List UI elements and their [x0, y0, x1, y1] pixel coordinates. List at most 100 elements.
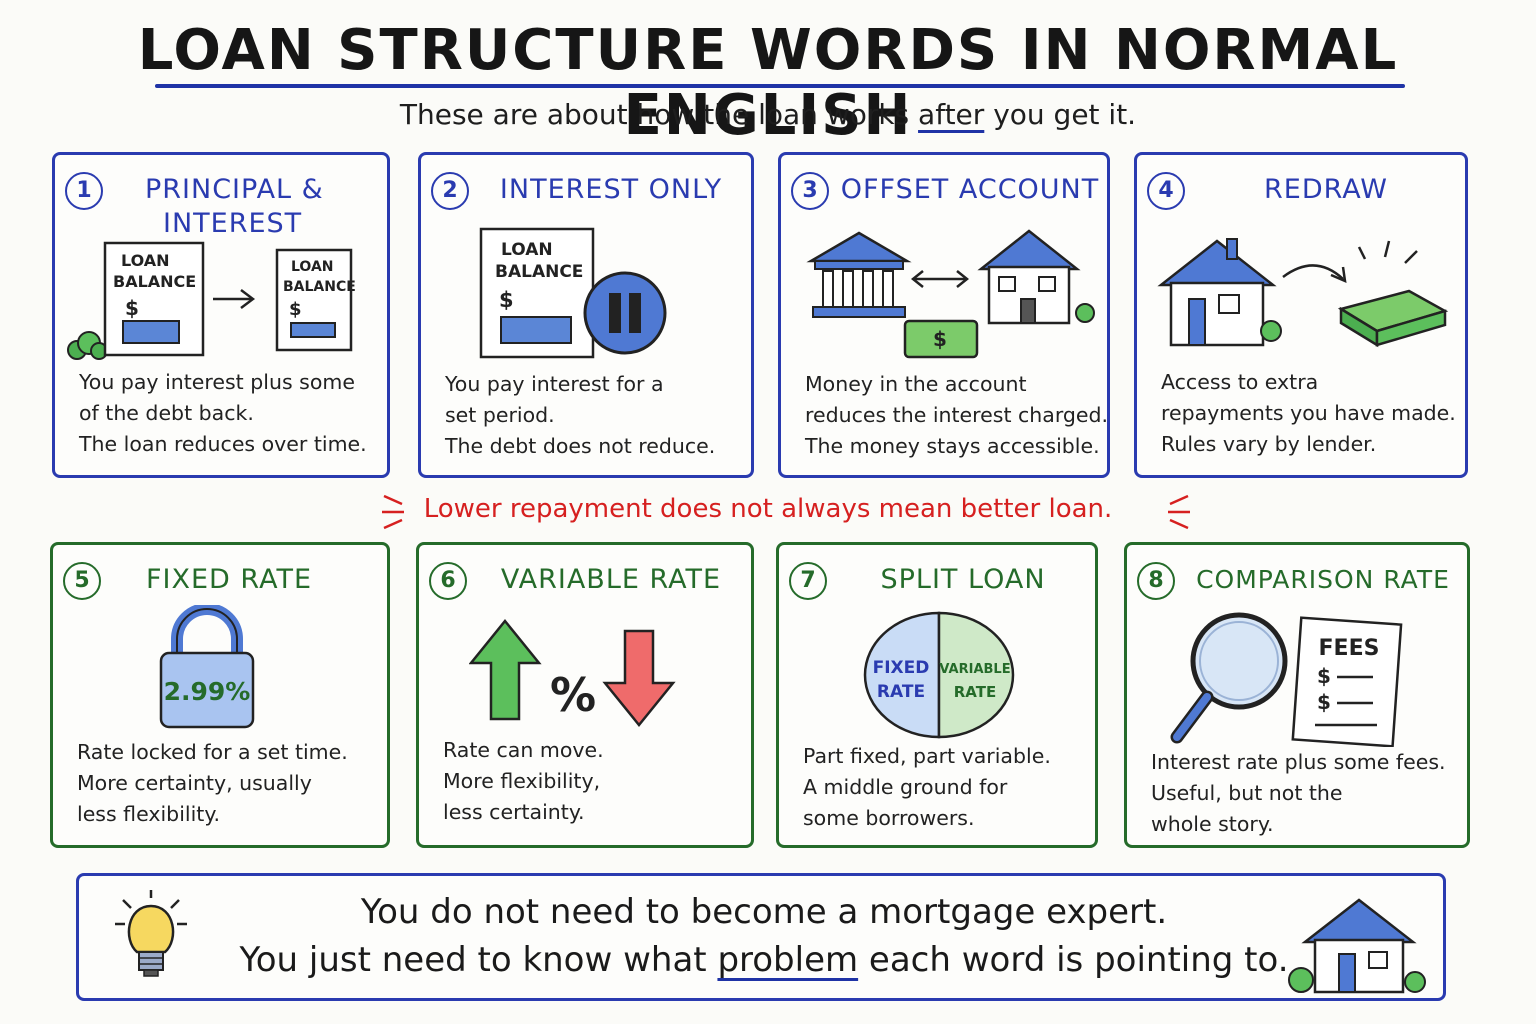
money-stack-icon	[1337, 240, 1449, 348]
desc-line: Rate locked for a set time.	[77, 740, 348, 764]
card-number: 4	[1147, 172, 1185, 210]
card-title-line: COMPARISON RATE	[1196, 565, 1450, 594]
desc-line: Money in the account	[805, 372, 1027, 396]
warning-left-marks	[382, 494, 404, 530]
card-number: 3	[791, 172, 829, 210]
subtitle-before: These are about how the loan works	[399, 98, 919, 131]
interest-only-illustration: LOAN BALANCE $	[479, 227, 667, 359]
title-underline	[155, 84, 1405, 88]
doc-label: LOAN	[501, 240, 553, 260]
subtitle-after: you get it.	[984, 98, 1137, 131]
lightbulb-icon	[115, 890, 187, 977]
card-description: Access to extra repayments you have made…	[1161, 367, 1456, 460]
card-redraw: 4 REDRAW Access to extra repayments you …	[1134, 152, 1468, 478]
desc-line: less certainty.	[443, 800, 585, 824]
desc-line: You pay interest for a	[445, 372, 664, 396]
card-title-line: REDRAW	[1264, 174, 1388, 205]
card-number: 5	[63, 562, 101, 600]
rate-arrows-illustration: %	[469, 619, 676, 727]
desc-line: The money stays accessible.	[805, 434, 1100, 458]
card-title-line: PRINCIPAL &	[145, 174, 324, 205]
loan-balance-reducing-illustration: LOAN BALANCE $ LOAN BALANCE $	[67, 241, 356, 360]
cash-label: $	[933, 327, 947, 351]
doc-label: BALANCE	[283, 279, 356, 295]
desc-line: Rules vary by lender.	[1161, 432, 1377, 456]
lock-rate-label: 2.99%	[164, 677, 251, 706]
desc-line: whole story.	[1151, 812, 1274, 836]
desc-line: A middle ground for	[803, 775, 1008, 799]
card-fixed-rate: 5 FIXED RATE 2.99% Rate locked for a set…	[50, 542, 390, 848]
card-principal-interest: 1 PRINCIPAL & INTEREST LOAN BALANCE $ LO…	[52, 152, 390, 478]
takeaway-line-2: You just need to know what problem each …	[79, 940, 1449, 980]
double-arrow-icon	[910, 270, 970, 288]
card-interest-only: 2 INTEREST ONLY LOAN BALANCE $ You pay i…	[418, 152, 754, 478]
split-fixed-label: FIXED	[873, 658, 930, 678]
card-title-line: INTEREST ONLY	[499, 174, 723, 205]
doc-label: BALANCE	[113, 272, 196, 291]
card-description: Part fixed, part variable. A middle grou…	[803, 741, 1085, 834]
desc-line: repayments you have made.	[1161, 401, 1456, 425]
desc-line: Useful, but not the	[1151, 781, 1343, 805]
card-split-loan: 7 SPLIT LOAN FIXED RATE VARIABLE RATE Pa…	[776, 542, 1098, 848]
card-title: SPLIT LOAN	[837, 563, 1089, 597]
desc-line: set period.	[445, 403, 555, 427]
desc-line: some borrowers.	[803, 806, 975, 830]
padlock-icon: 2.99%	[159, 605, 255, 729]
magnifying-glass-icon	[1170, 612, 1288, 744]
page-title: LOAN STRUCTURE WORDS IN NORMAL ENGLISH	[137, 18, 1399, 148]
card-title-line: OFFSET ACCOUNT	[840, 174, 1100, 205]
card-title-line: SPLIT LOAN	[880, 564, 1046, 595]
desc-line: The loan reduces over time.	[79, 432, 367, 456]
cash-icon: $	[903, 319, 979, 359]
doc-label: LOAN	[291, 259, 334, 275]
doc-label: BALANCE	[495, 262, 583, 282]
card-title: FIXED RATE	[111, 563, 347, 597]
desc-line: reduces the interest charged.	[805, 403, 1109, 427]
desc-line: You pay interest plus some	[79, 370, 355, 394]
house-icon	[1288, 898, 1426, 994]
page-subtitle: These are about how the loan works after…	[0, 98, 1536, 131]
card-title-line: VARIABLE RATE	[500, 564, 722, 595]
doc-label: $	[125, 296, 139, 320]
takeaway-line-1: You do not need to become a mortgage exp…	[360, 892, 1168, 932]
fees-line-label: $	[1317, 690, 1331, 714]
desc-line: More certainty, usually	[77, 771, 312, 795]
warning-text: Lower repayment does not always mean bet…	[423, 494, 1113, 524]
card-comparison-rate: 8 COMPARISON RATE FEES $ $ Interest rate…	[1124, 542, 1470, 848]
card-description: Money in the account reduces the interes…	[805, 369, 1109, 462]
desc-line: less flexibility.	[77, 802, 221, 826]
fees-label: FEES	[1319, 636, 1380, 661]
percent-label: %	[550, 668, 596, 722]
split-variable-label: RATE	[954, 683, 996, 701]
arrow-down-icon	[602, 629, 676, 727]
doc-label: $	[499, 288, 514, 312]
pause-icon	[583, 271, 667, 355]
card-number: 7	[789, 562, 827, 600]
card-title-line: FIXED RATE	[145, 564, 312, 595]
desc-line: Rate can move.	[443, 738, 604, 762]
takeaway-box: You do not need to become a mortgage exp…	[76, 873, 1446, 1001]
card-title: COMPARISON RATE	[1183, 563, 1463, 597]
doc-label: LOAN	[121, 251, 170, 270]
card-offset-account: 3 OFFSET ACCOUNT $ Money in the accoun	[778, 152, 1110, 478]
card-description: Rate can move. More flexibility, less ce…	[443, 735, 741, 828]
desc-line: Part fixed, part variable.	[803, 744, 1051, 768]
card-number: 8	[1137, 562, 1175, 600]
card-description: You pay interest plus some of the debt b…	[79, 367, 377, 460]
card-number: 2	[431, 172, 469, 210]
card-title-line: INTEREST	[163, 208, 303, 239]
takeaway-line-2-before: You just need to know what	[239, 940, 718, 980]
fees-document-icon: FEES $ $	[1291, 616, 1403, 747]
card-title: OFFSET ACCOUNT	[839, 173, 1101, 207]
card-description: Interest rate plus some fees. Useful, bu…	[1151, 747, 1457, 840]
card-title: VARIABLE RATE	[477, 563, 745, 597]
card-title: PRINCIPAL & INTEREST	[115, 173, 377, 241]
takeaway-emphasis: problem	[717, 940, 859, 980]
desc-line: of the debt back.	[79, 401, 254, 425]
offset-account-illustration: $	[806, 229, 1095, 359]
card-title: REDRAW	[1195, 173, 1457, 207]
takeaway-line-2-after: each word is pointing to.	[858, 940, 1289, 980]
house-icon	[977, 229, 1095, 325]
split-fixed-label: RATE	[877, 682, 925, 702]
doc-label: $	[289, 299, 302, 320]
